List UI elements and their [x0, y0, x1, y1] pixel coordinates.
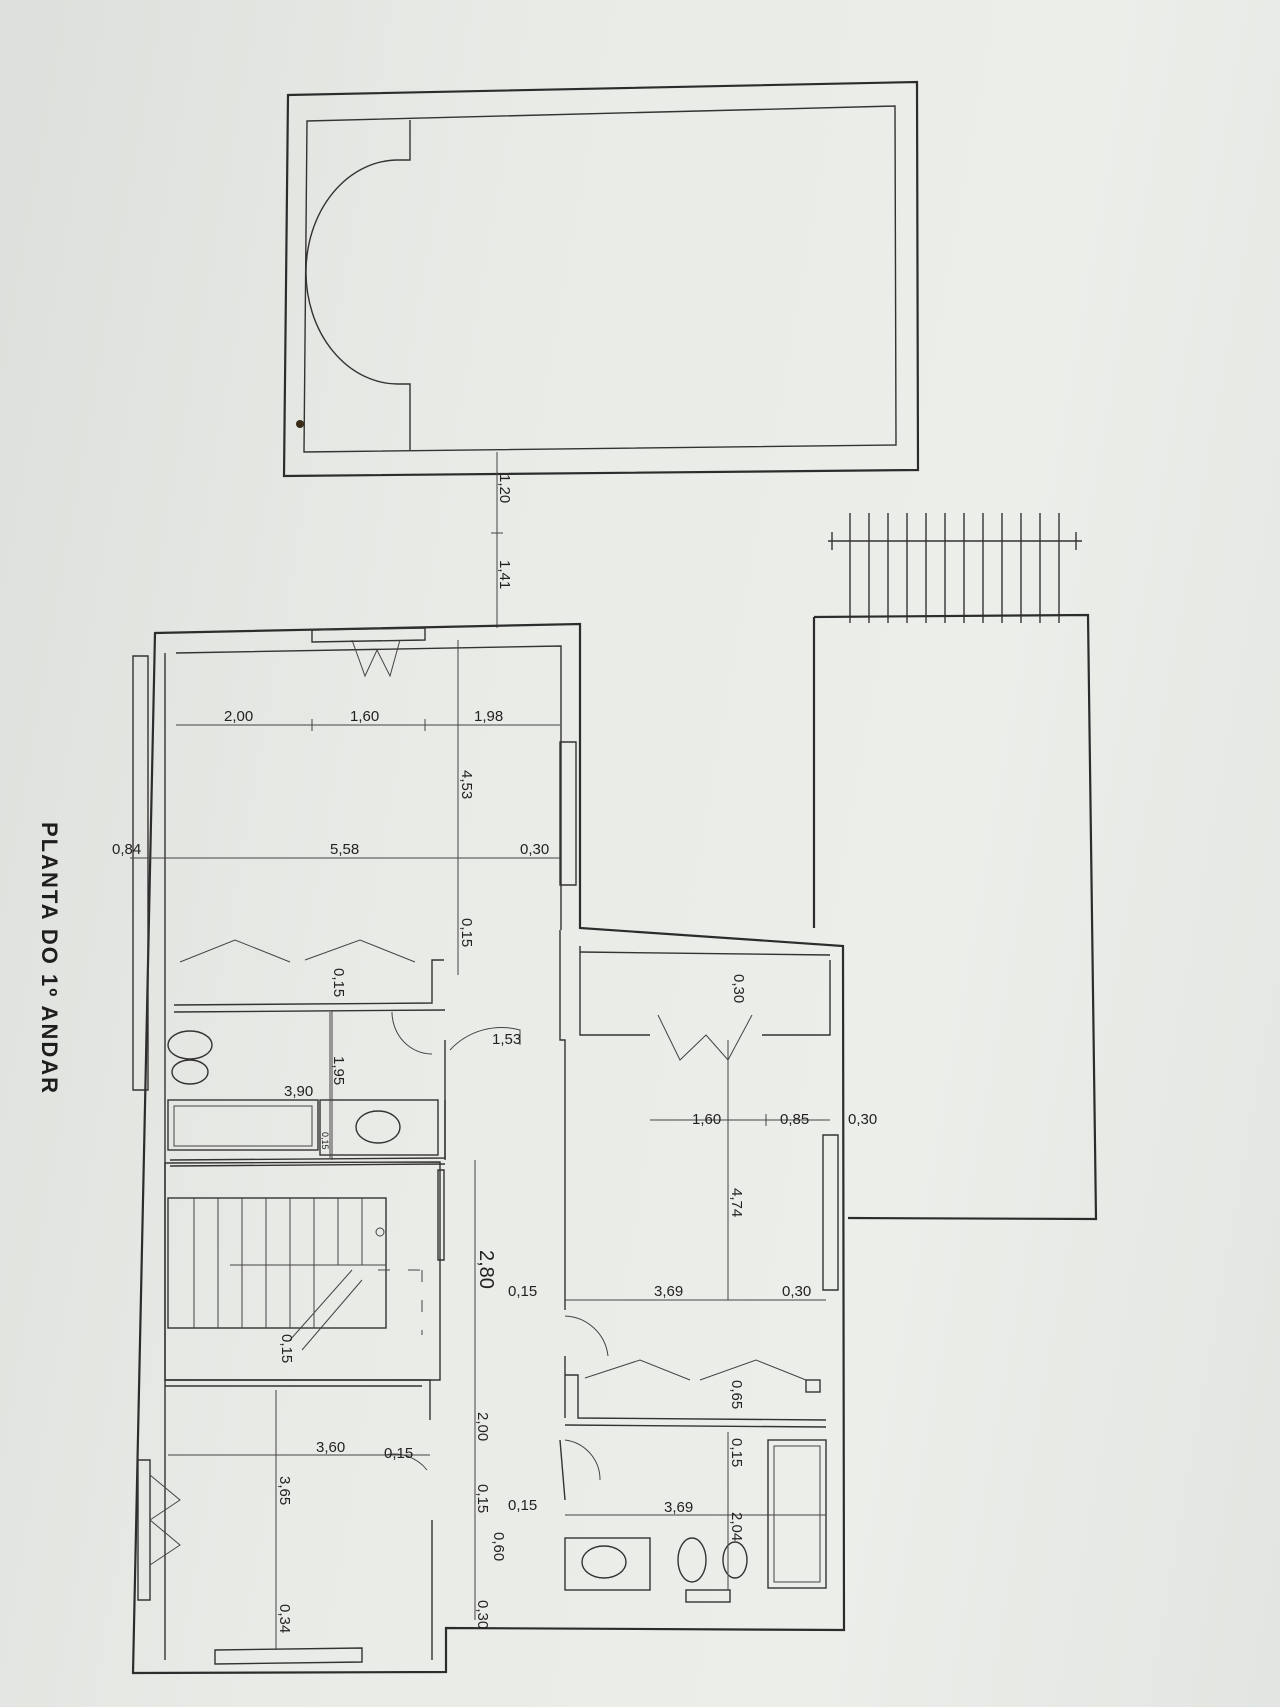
- dim-4-53: 4,53: [458, 770, 475, 799]
- dim-0-15-stair: 0,15: [278, 1334, 295, 1363]
- dim-0-65: 0,65: [728, 1380, 745, 1409]
- dim-3-69-bath2: 3,69: [664, 1499, 693, 1516]
- dim-1-53: 1,53: [492, 1031, 521, 1048]
- plan-title: PLANTA DO 1º ANDAR: [37, 822, 62, 1095]
- dim-1-60-bedroom2: 1,60: [692, 1111, 721, 1128]
- dim-0-30-bedroom1: 0,30: [520, 841, 549, 858]
- dim-2-80: 2,80: [475, 1250, 497, 1289]
- dim-1-60-top: 1,60: [350, 708, 379, 725]
- dim-5-58: 5,58: [330, 841, 359, 858]
- dimension-labels: 1,20 1,41 2,00 1,60 1,98 4,53 0,84 5,58 …: [112, 474, 877, 1633]
- corridor: [559, 930, 609, 1501]
- dim-0-30-bedroom2-right: 0,30: [848, 1111, 877, 1128]
- bedroom-3: [137, 1379, 433, 1665]
- dim-1-41: 1,41: [496, 560, 513, 589]
- pool: [282, 80, 920, 478]
- bedroom-2: [579, 946, 839, 1291]
- bathroom-2: [564, 1439, 827, 1603]
- dim-0-15-bath2: 0,15: [728, 1438, 745, 1467]
- dim-0-15-bath1-small: 0,15: [320, 1132, 330, 1150]
- dim-2-00-corridor: 2,00: [474, 1412, 491, 1441]
- dim-0-15-corridor: 0,15: [508, 1283, 537, 1300]
- dim-0-60: 0,60: [490, 1532, 507, 1561]
- dim-0-15-corridor-low: 0,15: [474, 1484, 491, 1513]
- dim-0-15-bedroom3: 0,15: [384, 1445, 413, 1462]
- window-bedroom-1-right: [559, 741, 577, 886]
- dim-0-15-bath1: 0,15: [330, 968, 347, 997]
- bedroom-1-wardrobe: [173, 939, 446, 1013]
- bedroom-2-wardrobe: [564, 1359, 827, 1428]
- pergola: [828, 513, 1082, 623]
- balcony-rail: [132, 655, 149, 1091]
- pool-distance-dim: [491, 452, 503, 628]
- window-bedroom-1: [311, 627, 426, 678]
- dim-0-15-wardrobe: 0,15: [458, 918, 475, 947]
- dim-3-65: 3,65: [276, 1476, 293, 1505]
- dim-2-04: 2,04: [728, 1512, 745, 1541]
- dim-4-74: 4,74: [728, 1188, 745, 1217]
- terrace: [812, 613, 1098, 1221]
- dim-0-85: 0,85: [780, 1111, 809, 1128]
- dimension-lines: [130, 640, 830, 1650]
- dim-0-15-bath2-door: 0,15: [508, 1497, 537, 1514]
- dim-1-95: 1,95: [330, 1056, 347, 1085]
- dim-1-20: 1,20: [496, 474, 513, 503]
- dim-0-30-bottom: 0,30: [474, 1600, 491, 1629]
- dim-3-60: 3,60: [316, 1439, 345, 1456]
- dim-0-30-bedroom2-bottom: 0,30: [782, 1283, 811, 1300]
- dim-3-90: 3,90: [284, 1083, 313, 1100]
- dim-0-84: 0,84: [112, 841, 141, 858]
- staircase: [164, 1161, 445, 1381]
- dim-0-30-bedroom2-top: 0,30: [730, 974, 747, 1003]
- dim-3-69-bedroom2: 3,69: [654, 1283, 683, 1300]
- hall-door: [444, 1027, 521, 1160]
- house-shell: [131, 622, 846, 1675]
- dim-2-00-top: 2,00: [224, 708, 253, 725]
- dim-1-98: 1,98: [474, 708, 503, 725]
- dim-0-34: 0,34: [276, 1604, 293, 1633]
